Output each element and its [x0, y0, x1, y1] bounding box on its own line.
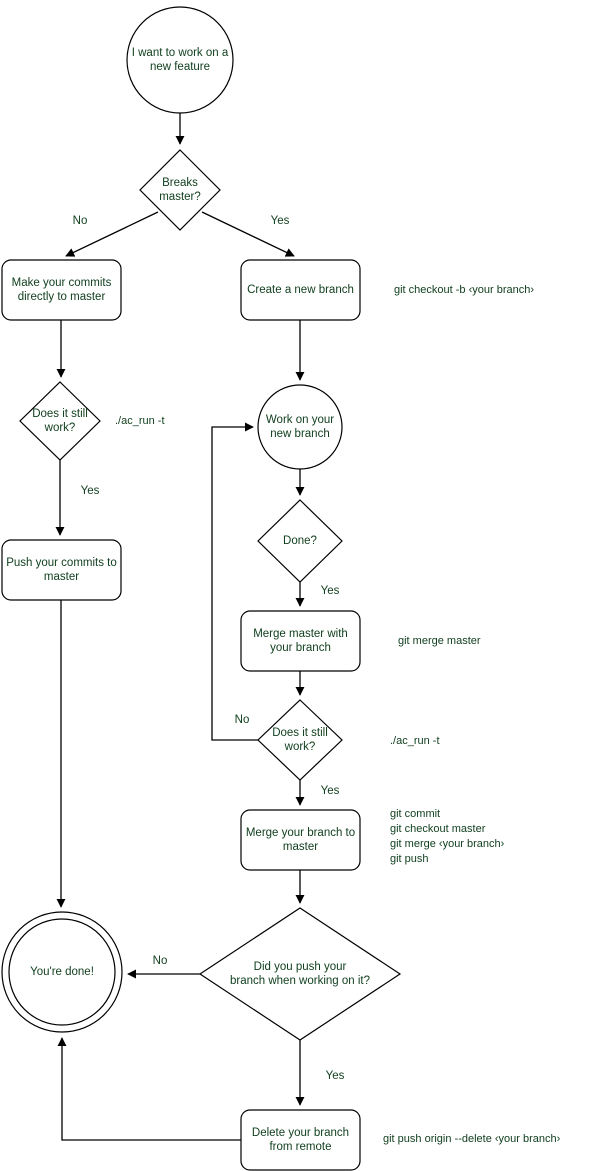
node-youredone-inner-shape [8, 918, 116, 1026]
annotation-mergemaster: git merge master [398, 635, 481, 647]
node-stillwork2-shape [257, 699, 343, 781]
node-done-shape [257, 499, 343, 583]
node-start-shape [126, 6, 234, 114]
edge-label-stillwork2-no: No [234, 714, 250, 726]
edge-label-stillwork1-yes: Yes [80, 485, 100, 497]
node-pushmaster-shape [1, 539, 122, 601]
node-deletebranch-shape [240, 1109, 361, 1171]
edge-label-breaks-no: No [72, 215, 88, 227]
node-direct-shape [1, 259, 122, 321]
annotation-stillwork2: ./ac_run -t [390, 735, 440, 747]
edge-label-didpush-yes: Yes [325, 1070, 345, 1082]
node-mergebranch-shape [240, 809, 361, 871]
edge-label-stillwork2-yes: Yes [320, 785, 340, 797]
edge-label-didpush-no: No [152, 955, 168, 967]
edge-label-done-yes: Yes [320, 585, 340, 597]
annotation-stillwork1: ./ac_run -t [115, 415, 165, 427]
node-breaks-shape [139, 149, 221, 231]
edge-label-breaks-yes: Yes [270, 215, 290, 227]
node-newbranch-shape [240, 259, 361, 321]
annotation-deletebranch: git push origin --delete ‹your branch› [383, 1133, 561, 1145]
edge-deletebranch-to-youredone [57, 1037, 241, 1141]
node-youredone-outer-shape [1, 911, 123, 1033]
node-didpush-shape [198, 907, 402, 1041]
edge-stillwork2-no-loopback [211, 422, 258, 741]
annotation-mergebranch: git commit git checkout master git merge… [390, 808, 505, 865]
edge-breaks-to-newbranch [201, 211, 295, 257]
node-mergemaster-shape [240, 610, 361, 672]
annotation-newbranch: git checkout -b ‹your branch› [394, 284, 535, 296]
node-stillwork1-shape [19, 381, 101, 461]
edge-breaks-to-direct [65, 211, 159, 257]
node-workon-shape [257, 384, 343, 470]
